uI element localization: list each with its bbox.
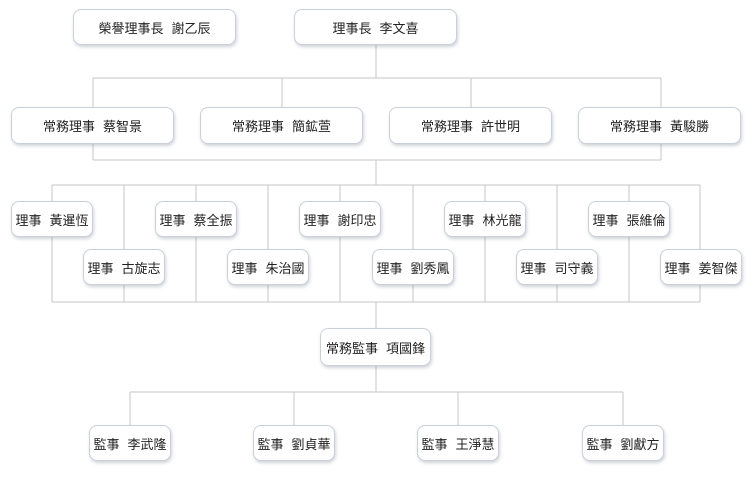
supervisor-box: 監事 劉貞華 [253, 425, 335, 461]
name-label: 蔡全振 [193, 213, 233, 229]
role-label: 常務監事 [325, 341, 378, 357]
standing-director-box: 常務理事 蔡智景 [11, 107, 174, 144]
standing-director-box: 常務理事 許世明 [389, 107, 552, 144]
director-box: 理事 司守義 [516, 249, 598, 285]
supervisor-box: 監事 劉獻方 [582, 425, 664, 461]
name-label: 古旋志 [121, 261, 161, 277]
name-label: 王淨慧 [455, 437, 495, 453]
director-box: 理事 張維倫 [588, 201, 670, 237]
name-label: 黃駿勝 [670, 120, 710, 135]
director-box: 理事 姜智傑 [660, 249, 742, 285]
director-box: 理事 林光龍 [444, 201, 526, 237]
role-label: 監事 [586, 437, 613, 453]
role-label: 理事 [520, 261, 547, 277]
director-box: 理事 劉秀鳳 [372, 249, 454, 285]
name-label: 李武隆 [127, 437, 167, 453]
name-label: 簡鉱萱 [292, 120, 332, 135]
standing-director-box: 常務理事 黃駿勝 [578, 107, 741, 144]
role-label: 監事 [421, 437, 448, 453]
name-label: 謝乙辰 [171, 21, 211, 37]
name-label: 謝印忠 [337, 213, 377, 229]
director-box: 理事 古旋志 [83, 249, 165, 285]
role-label: 監事 [257, 437, 284, 453]
name-label: 劉獻方 [620, 437, 660, 453]
name-label: 劉貞華 [291, 437, 331, 453]
role-label: 常務理事 [231, 120, 284, 135]
name-label: 林光龍 [482, 213, 522, 229]
director-box: 理事 黃暹恆 [11, 201, 93, 237]
standing-supervisor-box: 常務監事 項國鋒 [320, 328, 431, 366]
honorary-chairman-box: 榮譽理事長 謝乙辰 [73, 9, 236, 45]
role-label: 理事 [592, 213, 619, 229]
standing-director-box: 常務理事 簡鉱萱 [200, 107, 363, 144]
name-label: 姜智傑 [698, 261, 738, 277]
name-label: 蔡智景 [103, 120, 143, 135]
role-label: 常務理事 [42, 120, 95, 135]
name-label: 李文喜 [379, 21, 419, 37]
name-label: 項國鋒 [386, 341, 426, 357]
role-label: 常務理事 [420, 120, 473, 135]
director-box: 理事 謝印忠 [299, 201, 381, 237]
name-label: 朱治國 [265, 261, 305, 277]
role-label: 理事 [159, 213, 186, 229]
role-label: 理事長 [332, 21, 372, 37]
role-label: 常務理事 [609, 120, 662, 135]
director-box: 理事 蔡全振 [155, 201, 237, 237]
role-label: 理事 [15, 213, 42, 229]
role-label: 理事 [376, 261, 403, 277]
role-label: 理事 [448, 213, 475, 229]
role-label: 理事 [87, 261, 114, 277]
role-label: 理事 [664, 261, 691, 277]
role-label: 理事 [303, 213, 330, 229]
role-label: 理事 [231, 261, 258, 277]
role-label: 監事 [93, 437, 120, 453]
role-label: 榮譽理事長 [98, 21, 164, 37]
name-label: 許世明 [481, 120, 521, 135]
name-label: 張維倫 [626, 213, 666, 229]
name-label: 劉秀鳳 [410, 261, 450, 277]
chairman-box: 理事長 李文喜 [294, 9, 457, 45]
supervisor-box: 監事 李武隆 [89, 425, 171, 461]
director-box: 理事 朱治國 [227, 249, 309, 285]
supervisor-box: 監事 王淨慧 [417, 425, 499, 461]
name-label: 黃暹恆 [49, 213, 89, 229]
name-label: 司守義 [554, 261, 594, 277]
